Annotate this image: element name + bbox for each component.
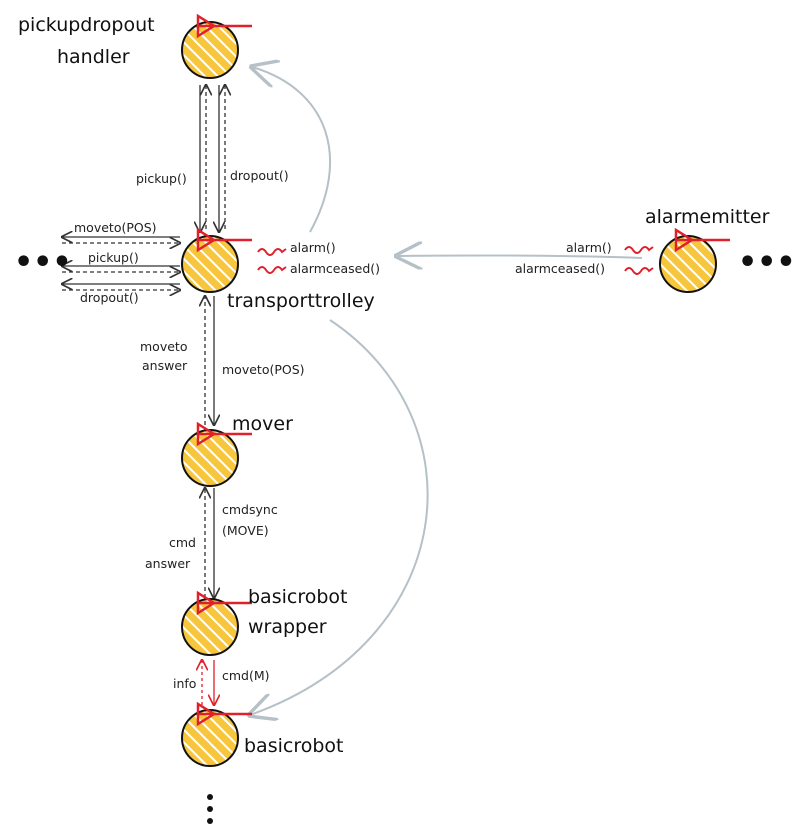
msg-moveto-answer-line1: moveto (140, 339, 187, 354)
event-trolley-alarmceased: alarmceased() (290, 261, 380, 276)
actor-flag-icon (196, 701, 252, 727)
node-basicrobot-wrapper (181, 590, 252, 656)
msg-left-dropout: dropout() (80, 290, 139, 305)
actor-flag-icon (196, 227, 252, 253)
actor-flag-icon (196, 590, 252, 616)
label-mover: mover (232, 413, 293, 435)
msg-moveto-answer-line2: answer (142, 358, 188, 373)
actor-flag-icon (674, 227, 730, 253)
label-basicrobot-wrapper-line2: wrapper (248, 616, 327, 638)
ellipsis-left: ••• (14, 245, 72, 280)
label-alarmemitter: alarmemitter (645, 206, 770, 228)
label-pickupdropout-line2: handler (57, 46, 130, 68)
msg-cmdsync-line2: (MOVE) (222, 523, 269, 538)
mover-wrapper-links (205, 488, 214, 598)
node-basicrobot (181, 701, 252, 767)
node-transporttrolley (181, 227, 252, 293)
msg-left-pickup: pickup() (88, 250, 139, 265)
arc-trolley-to-handler (252, 67, 331, 233)
msg-dropout-down: dropout() (230, 168, 289, 183)
msg-left-moveto: moveto(POS) (74, 220, 157, 235)
msg-cmdsync-line1: cmdsync (222, 502, 278, 517)
msg-cmd-answer-line1: cmd (169, 535, 196, 550)
msg-info: info (173, 676, 196, 691)
trolley-mover-links (205, 296, 214, 425)
actor-flag-icon (196, 421, 252, 447)
node-alarmemitter (659, 227, 730, 293)
event-trolley-alarm: alarm() (290, 240, 336, 255)
trolley-left-links (62, 237, 180, 290)
node-pickupdropout-handler (181, 13, 252, 79)
wrapper-basicrobot-links (202, 660, 214, 705)
label-basicrobot-wrapper-line1: basicrobot (248, 586, 347, 608)
ellipsis-right: ••• (738, 245, 796, 280)
label-basicrobot: basicrobot (244, 735, 343, 757)
event-wave-icons (257, 246, 654, 275)
arc-emitter-to-trolley (397, 255, 643, 258)
event-emitter-alarm: alarm() (566, 240, 612, 255)
label-pickupdropout-line1: pickupdropout (18, 14, 155, 36)
event-emitter-alarmceased: alarmceased() (515, 261, 605, 276)
msg-cmd-m: cmd(M) (222, 668, 270, 683)
handler-trolley-links (200, 85, 225, 232)
msg-cmd-answer-line2: answer (145, 556, 191, 571)
label-transporttrolley: transporttrolley (227, 290, 375, 312)
msg-moveto-request: moveto(POS) (222, 362, 305, 377)
actor-flag-icon (196, 13, 252, 39)
ellipsis-bottom: ••• (207, 794, 213, 824)
msg-pickup-down: pickup() (136, 171, 187, 186)
arc-trolley-to-basicrobot (250, 319, 429, 715)
node-mover (181, 421, 252, 487)
